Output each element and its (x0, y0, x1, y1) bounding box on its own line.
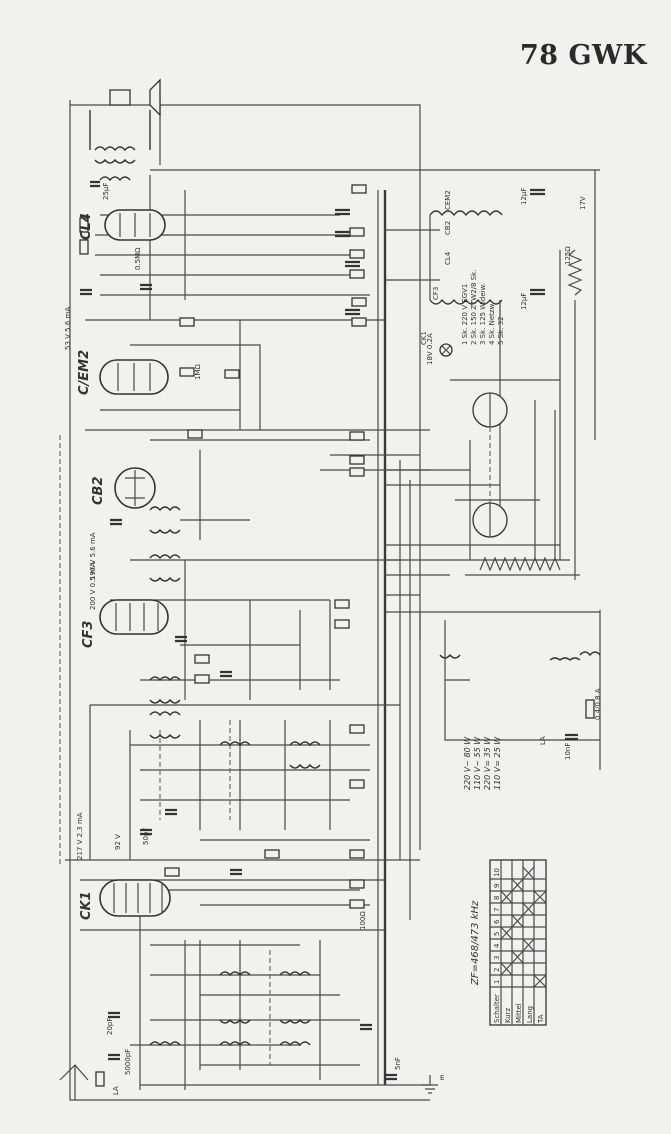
tube-cb2 (114, 467, 156, 509)
current-note-3: 197 V 5.6 mA (89, 532, 97, 580)
label-rv: 0.5MΩ (134, 247, 142, 270)
heater-label: CB2 (444, 221, 452, 235)
label-la-mains: LA (539, 736, 547, 745)
switch-table-header: 10 (493, 868, 501, 877)
switch-table-header: 9 (493, 884, 501, 888)
voltage-table: 220 V~ 80 W 110 V~ 55 W 220 V= 35 W 110 … (463, 736, 502, 790)
rotary-switch (472, 392, 508, 538)
switch-table-header: 8 (493, 896, 501, 900)
mains-note: 3 Sk. 125 Wideiw. (479, 283, 487, 345)
label-rg: 1MΩ (194, 364, 202, 380)
wiring (59, 95, 601, 1101)
switch-table-header: 5 (493, 932, 501, 936)
heater-chain (429, 210, 503, 357)
switch-table-header: 1 (493, 980, 501, 984)
label-cap-25uF: 25µF (102, 183, 110, 200)
heater-label: CEM2 (444, 190, 452, 210)
switch-table-header: 2 (493, 968, 501, 972)
tube-cf3 (99, 599, 169, 635)
label-cap-12uF-b: 12µF (520, 293, 528, 310)
switch-table-row: Kurz (504, 1007, 512, 1023)
mains-note: 4 Sk. Netzw. (488, 302, 496, 345)
switch-table-header: 6 (493, 919, 501, 924)
label-ca: 50pF (142, 828, 150, 845)
coils (149, 506, 601, 1047)
switch-table-row: TA (537, 1014, 545, 1024)
heater-label: CF3 (432, 287, 440, 300)
label-cap-10nF: 10nF (564, 743, 572, 760)
mains-note: 5 Sk. 32 (497, 316, 505, 345)
label-rk: 100Ω (359, 911, 367, 930)
heater-label: CK1 (420, 331, 428, 345)
heater-label: CL4 (444, 251, 452, 265)
label-cap-20pF: 20pF (106, 1018, 114, 1035)
switch-table-header: 7 (493, 908, 501, 912)
model-title: 78 GWK (520, 40, 647, 71)
voltage-row: 110 V~ 55 W (473, 736, 482, 790)
current-note-1: 53 V 5.6 mA (64, 307, 72, 350)
speaker (89, 78, 161, 182)
switch-table-header: Schalter (493, 994, 501, 1023)
antenna (59, 1064, 89, 1100)
switch-table-row: Lang (526, 1006, 534, 1023)
tube-label-cem2: C/EM2 (77, 350, 92, 395)
voltage-row: 220 V= 35 W (483, 736, 492, 790)
switch-table-header: 4 (493, 943, 501, 948)
mains-note: 2 Sk. 150 ZTW2/8 Sk. (470, 270, 478, 345)
tube-label-cf3: CF3 (81, 621, 96, 648)
tube-label-cl4: CL4 (79, 213, 94, 240)
label-lamp: 18V 0.2A (426, 333, 434, 365)
label-fuse: 0.4/0.8 A (594, 688, 602, 720)
voltage-row: 220 V~ 80 W (463, 736, 472, 790)
tube-label-cb2: CB2 (91, 477, 106, 506)
tube-cl4 (104, 209, 166, 241)
voltage-row: 110 V= 25 W (493, 736, 502, 790)
heater-chain-labels: CK1 CF3 CL4 CB2 CEM2 (420, 190, 452, 345)
label-17v: 17V (579, 196, 587, 210)
tube-cem2 (99, 359, 169, 395)
capacitors (80, 180, 578, 1081)
mains-note: 1 Sk. 220 V EGV1 (461, 284, 469, 345)
switch-table-header: 3 (493, 956, 501, 960)
resistors (79, 184, 367, 1087)
switch-table-row: Mittel (515, 1003, 523, 1023)
switch-table: Schalter 1 2 3 4 5 6 7 8 9 10 Kurz Mitte… (489, 859, 547, 1026)
current-note-4: 217 V 2.3 mA (76, 812, 84, 860)
frequency-label: ZF=468/473 kHz (470, 900, 481, 986)
ground-label: E (440, 1074, 444, 1082)
label-rheo: 125Ω (564, 246, 572, 265)
label-cap-5nF: 5nF (394, 1057, 402, 1070)
tube-ck1 (99, 879, 171, 917)
field-resistor (465, 249, 595, 719)
ground-symbol (422, 1075, 438, 1094)
label-cap-5000: 5000pF (124, 1049, 132, 1075)
current-note-5: 92 V (114, 834, 122, 850)
label-cap-12uF-a: 12µF (520, 188, 528, 205)
label-la-antenna: LA (112, 1086, 120, 1095)
tube-label-ck1: CK1 (79, 891, 94, 920)
mains-notes: 1 Sk. 220 V EGV1 2 Sk. 150 ZTW2/8 Sk. 3 … (461, 270, 505, 345)
current-note-2: 200 V 0.5 mA (89, 562, 97, 610)
